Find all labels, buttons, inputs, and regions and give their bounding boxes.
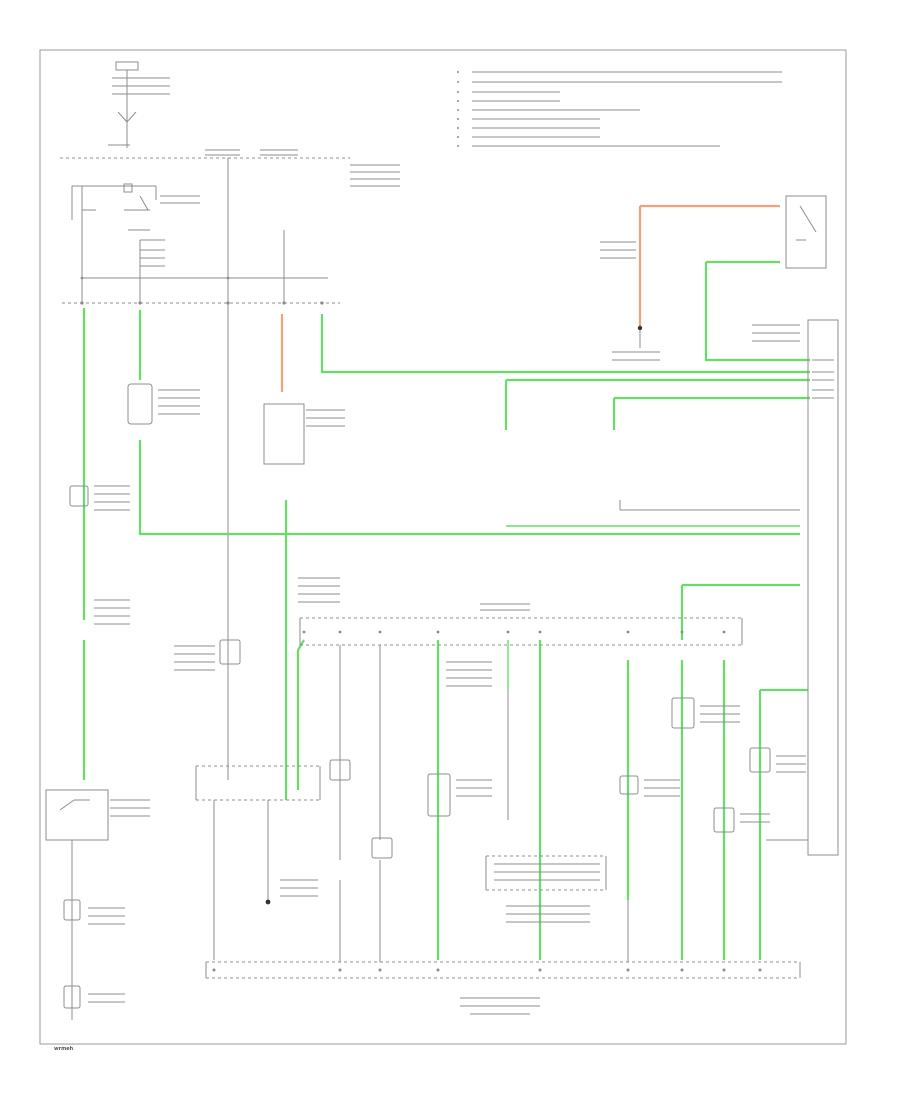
- ignition-feed-block: [108, 61, 170, 148]
- lower-vertical-drops: [339, 860, 629, 962]
- legend-block: [457, 71, 782, 147]
- right-device-labels: [600, 241, 800, 361]
- left-switch-box: [45, 789, 150, 1020]
- figure-code: wrmeh: [54, 1046, 74, 1052]
- left-component-1: [127, 383, 200, 425]
- note-box: [485, 855, 607, 923]
- mid-left-module: [174, 577, 340, 671]
- centre-drops: [339, 645, 509, 860]
- top-right-sensor: [785, 195, 827, 269]
- mid-bus-taps: [80, 276, 324, 305]
- ground-symbol-top-right: [637, 325, 643, 348]
- centre-connector: [299, 603, 743, 646]
- centre-relay: [263, 403, 345, 465]
- green-wires: [82, 260, 810, 960]
- orange-wires: [280, 204, 780, 392]
- diagram-frame: [39, 49, 847, 1045]
- left-component-3: [94, 599, 130, 625]
- bottom-ground-bus: [205, 961, 801, 1015]
- top-connector-labels: [205, 149, 400, 187]
- junction-box-lower: [195, 765, 321, 960]
- drop-devices: [329, 661, 806, 859]
- left-component-2: [69, 485, 130, 511]
- relay-top-left: [71, 183, 200, 231]
- left-lower-components: [63, 899, 125, 1009]
- right-connector-column: [619, 319, 839, 856]
